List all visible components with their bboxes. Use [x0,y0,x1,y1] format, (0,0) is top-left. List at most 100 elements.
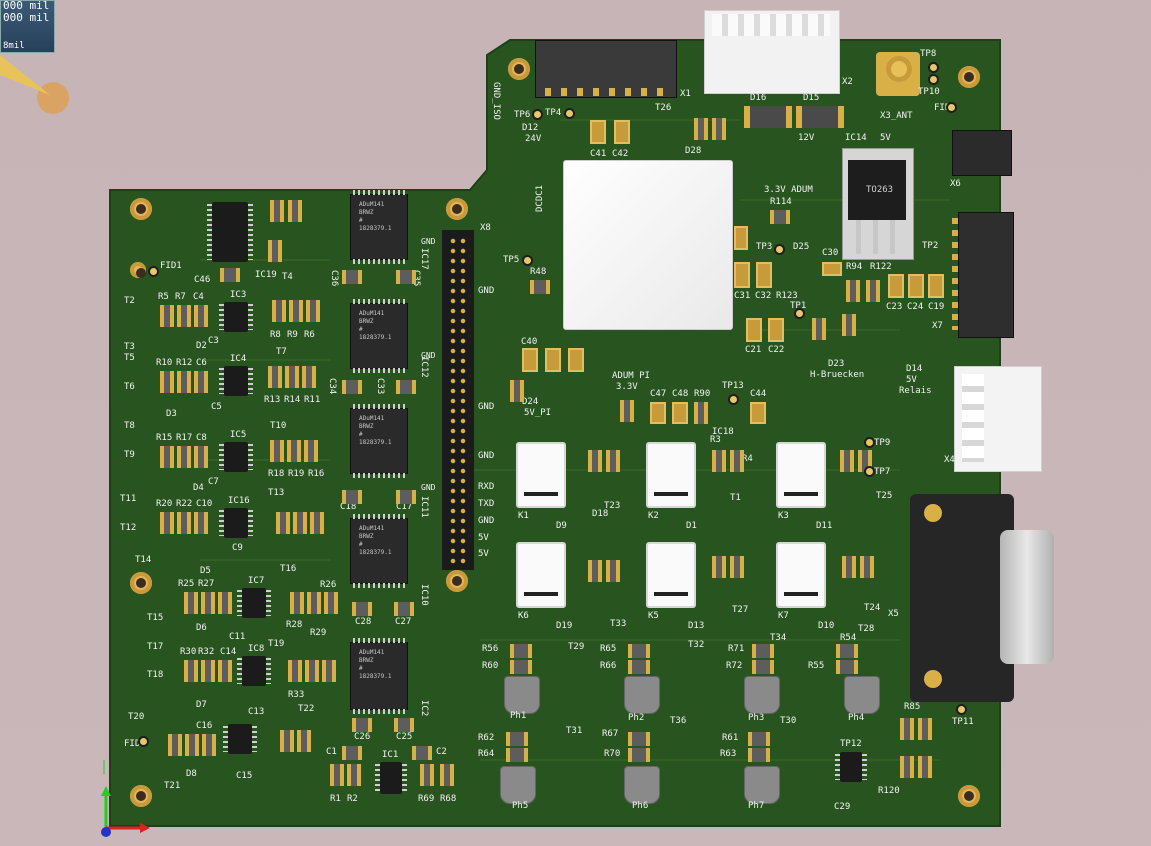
label-c27: C27 [395,617,412,627]
label-r28: R28 [286,620,303,630]
label-c47: C47 [650,389,667,399]
label-d24: D24 [522,397,539,407]
label-c32: C32 [755,291,772,301]
x4-slots [962,374,984,462]
x5-screw [924,670,942,688]
resistor [748,732,770,746]
resistor [858,450,872,472]
label-tp11: TP11 [952,717,974,727]
resistor [510,644,532,658]
label-x3: X3_ANT [880,111,913,121]
label-r69: R69 [418,794,435,804]
cap-c39 [545,348,561,372]
label-d18: D18 [592,509,609,519]
label-gnd-6: GND [421,483,436,492]
cap-c42 [614,120,630,144]
label-r56: R56 [482,644,499,654]
resistor [712,118,726,140]
label-r94: R94 [846,262,863,272]
label-r18: R18 [268,469,285,479]
label-c8: C8 [196,433,207,443]
fiducial [150,268,157,275]
label-ic19: IC19 [255,270,277,280]
label-t22: T22 [298,704,315,714]
isolator-ic2: ADuM141 BRWZ # 1828379.1 [350,638,408,714]
tp-3 [776,246,783,253]
label-r70: R70 [604,749,621,759]
label-k6: K6 [518,611,529,621]
label-t20: T20 [128,712,145,722]
resistor [412,746,432,760]
label-gnd-2: GND [478,286,495,296]
label-d15: D15 [803,93,820,103]
ic16-chip [219,508,253,538]
resistor [836,660,858,674]
label-dcdc1: DCDC1 [535,184,545,212]
label-c16: C16 [196,721,213,731]
resistor [290,592,304,614]
mount-hole [130,572,152,594]
mount-hole [958,785,980,807]
resistor [288,660,302,682]
resistor [842,314,856,336]
connector-x6 [952,130,1012,176]
resistor [900,718,914,740]
label-5v-b: 5V [478,549,489,559]
diode-d16 [744,106,792,128]
label-tp2: TP2 [922,241,939,251]
label-c44: C44 [750,389,767,399]
label-t3: T3 [124,342,135,352]
photo-ph5 [500,766,536,804]
label-x7: X7 [932,321,943,331]
label-fid3: FID3 [934,103,956,113]
label-c4: C4 [193,292,204,302]
label-t10: T10 [270,421,287,431]
label-ic2: IC2 [419,700,429,717]
label-r5: R5 [158,292,169,302]
resistor [289,300,303,322]
label-ph6: Ph6 [632,801,649,811]
resistor [620,400,634,422]
label-t25: T25 [876,491,893,501]
label-c40: C40 [521,337,538,347]
resistor [268,366,282,388]
isolator-ic10: ADuM141 BRWZ # 1828379.1 [350,514,408,588]
resistor [270,440,284,462]
label-d3: D3 [166,409,177,419]
isolator-ic11: ADuM141 BRWZ # 1828379.1 [350,404,408,478]
resistor [694,402,708,424]
resistor [288,200,302,222]
resistor [836,644,858,658]
mount-hole [958,66,980,88]
cap-c24 [908,274,924,298]
tp-1 [796,310,803,317]
resistor [330,764,344,786]
cap-c48 [672,402,688,424]
label-c21: C21 [745,345,762,355]
resistor [506,748,528,762]
label-tp5: TP5 [503,255,520,265]
resistor [324,592,338,614]
ic6-chip [223,724,257,754]
label-r12: R12 [176,358,193,368]
label-r48: R48 [530,267,547,277]
resistor [712,450,726,472]
resistor [606,560,620,582]
resistor [510,660,532,674]
label-ic16: IC16 [228,496,250,506]
mount-hole [446,570,468,592]
label-t1: T1 [730,493,741,503]
label-t4: T4 [282,272,293,282]
label-c1: C1 [326,747,337,757]
label-r27: R27 [198,579,215,589]
label-gnd-4: GND [478,402,495,412]
resistor [168,734,182,756]
cap-c41 [590,120,606,144]
resistor [304,440,318,462]
resistor [396,270,416,284]
label-d13: D13 [688,621,705,631]
resistor [770,210,790,224]
cap-c44 [750,402,766,424]
label-x2: X2 [842,77,853,87]
label-r3: R3 [710,435,721,445]
